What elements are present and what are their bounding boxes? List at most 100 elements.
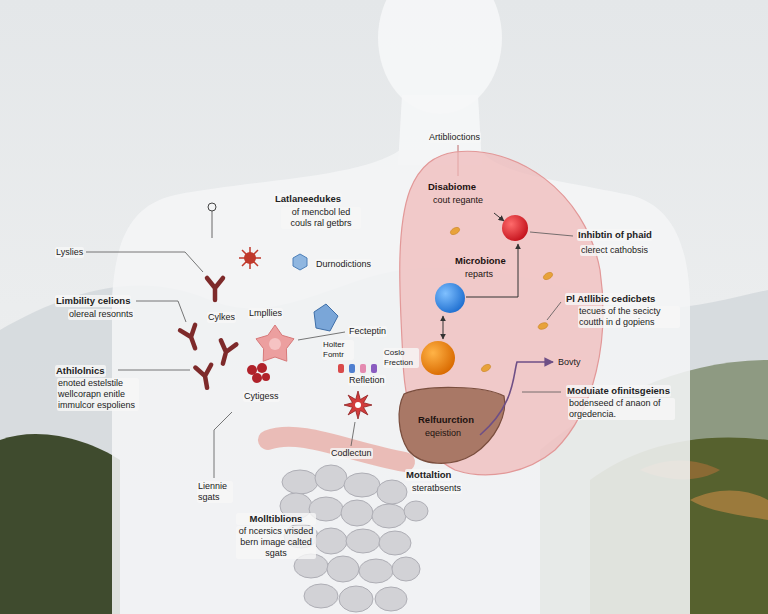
label-text: olereal resonnts <box>68 309 134 320</box>
label-text: Coslo Frection <box>383 348 419 368</box>
liver-organ: Relfuurction eqeistion <box>396 384 508 468</box>
leader-line <box>86 252 203 272</box>
virus-icon <box>239 247 261 269</box>
intestine-loop <box>392 557 420 581</box>
label-heading: Moduiate ofinitsgeiens <box>566 385 671 397</box>
leader-line <box>214 412 232 478</box>
label-text: of mencbol led couls ral getbrs <box>281 207 361 229</box>
pin-marker <box>208 203 216 211</box>
leader-lines <box>522 232 573 392</box>
cell-nucleus <box>269 338 281 350</box>
label-text: bodenseed cf anaon of orgedencia. <box>568 398 675 420</box>
red-cell <box>252 373 262 383</box>
leader-line <box>530 232 573 236</box>
particle <box>537 321 548 330</box>
blue-sphere <box>435 283 465 313</box>
label-text: Cytigess <box>243 391 280 402</box>
antibody-symbol <box>207 278 223 300</box>
leader-line <box>136 301 186 322</box>
arrow <box>494 213 504 221</box>
leader-line <box>522 392 561 393</box>
virus-spikes <box>239 247 261 269</box>
label-heading: Limbility celions <box>55 295 131 307</box>
label-text: Lmpllies <box>248 308 283 319</box>
receptor-icon <box>349 364 355 373</box>
receptor-icon <box>360 364 366 373</box>
label-heading: Inhibtin of phaid <box>577 229 653 241</box>
label-text: Liennie sgats <box>197 481 233 503</box>
label-text: Artiblioctions <box>428 132 481 143</box>
receptor-icon <box>338 364 344 373</box>
leader-line <box>118 370 190 371</box>
intestine-loop <box>339 586 373 612</box>
particle <box>542 271 554 281</box>
autumn-trees <box>690 491 768 520</box>
particle <box>449 226 461 236</box>
label-heading: Molltiblions <box>236 513 316 525</box>
intestine-loop <box>344 473 380 497</box>
forest <box>0 434 120 614</box>
node-heading: Disabiome <box>428 181 476 192</box>
intestine-loop <box>379 531 411 555</box>
crystal-icon <box>314 304 338 331</box>
cytokine-star-icon <box>344 391 372 419</box>
red-cell <box>257 363 267 373</box>
intestine-loop <box>359 559 393 583</box>
antibody-group <box>180 278 236 389</box>
label-text: Codlectun <box>330 448 373 459</box>
intestine-loop <box>404 501 428 521</box>
red-cell-cluster <box>247 363 270 383</box>
label-text: enoted estelstile wellcorapn enitle immu… <box>57 378 139 411</box>
label-text: tecues of the secicty coutth in d gopien… <box>578 306 680 328</box>
label-text: Fecteptin <box>348 326 387 337</box>
label-heading: Athilolnics <box>55 365 106 377</box>
orange-sphere <box>421 341 455 375</box>
intestine-loop <box>327 556 359 582</box>
intestine-loop <box>282 470 318 494</box>
label-text: Lyslies <box>55 247 84 258</box>
dendritic-cell-icon <box>293 254 307 270</box>
intestine-loop <box>315 528 347 554</box>
red-cell <box>262 373 270 381</box>
node-heading: Microbione <box>455 255 506 266</box>
intestine-loop <box>346 529 380 553</box>
leader-line <box>351 422 355 446</box>
arrow <box>466 244 518 297</box>
label-heading: Mottaltion <box>405 469 452 481</box>
liver-organ-shape <box>399 387 505 463</box>
antibody-symbol <box>195 365 215 389</box>
leader-line <box>298 332 345 340</box>
virus-body <box>244 252 256 264</box>
intestine-loop <box>341 500 373 526</box>
immune-cell-icon <box>256 325 294 361</box>
double-arrow <box>443 316 444 339</box>
intestine-loop <box>304 584 338 608</box>
label-text: steratbsents <box>411 483 462 494</box>
receptor-icon <box>371 364 377 373</box>
pancreas-tube <box>268 437 405 462</box>
node-text: eqeistion <box>425 428 461 439</box>
cytokine-center <box>355 402 361 408</box>
stomach-region-shape <box>400 151 603 475</box>
node-text: cout regante <box>433 195 483 206</box>
label-text: Durnodictions <box>315 259 372 270</box>
curved-arrow <box>480 362 553 435</box>
leader-line <box>547 302 561 320</box>
intestine-loop <box>372 504 406 528</box>
label-text: Bovty <box>557 357 582 368</box>
label-text: clerect cathobsis <box>580 245 649 256</box>
node-heading: Relfuurction <box>418 414 474 425</box>
antibody-symbol <box>180 325 203 351</box>
label-heading: Latlaneedukes <box>274 193 342 205</box>
pin-stem <box>212 211 213 238</box>
label-text: Refletion <box>348 375 386 386</box>
label-text: of ncersics vrisded bern image calted sg… <box>236 526 316 559</box>
liver-organ-outline <box>396 384 508 468</box>
label-text: Cylkes <box>207 312 236 323</box>
label-heading: Pl Atllibic cedicbets <box>565 293 656 305</box>
body-silhouette <box>112 150 690 614</box>
intestine-loop <box>375 587 407 611</box>
